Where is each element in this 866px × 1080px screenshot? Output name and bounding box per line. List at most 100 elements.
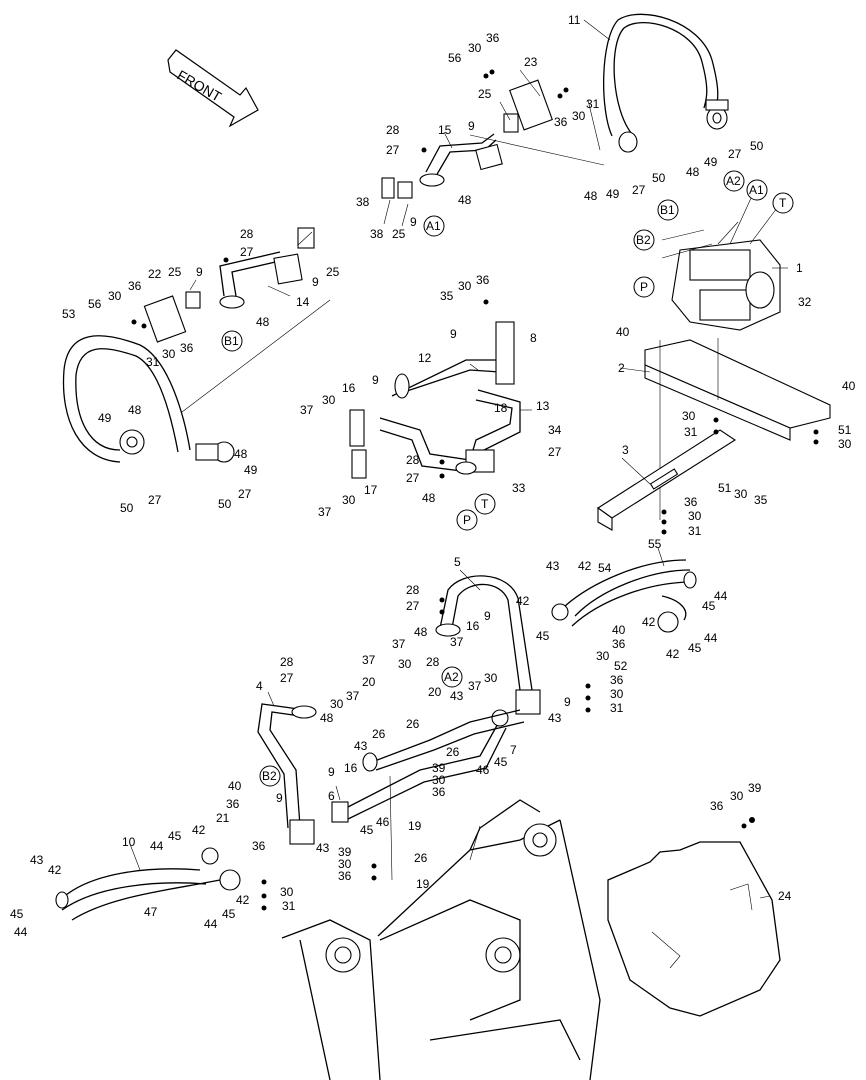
callout-7: 7 <box>510 743 517 757</box>
callout-36: 36 <box>476 273 490 287</box>
callout-42: 42 <box>236 893 250 907</box>
callout-31: 31 <box>610 701 624 715</box>
callout-45: 45 <box>702 599 716 613</box>
callout-49: 49 <box>704 155 718 169</box>
callout-52: 52 <box>614 659 628 673</box>
callout-35: 35 <box>440 289 454 303</box>
svg-text:B2: B2 <box>262 769 277 783</box>
callout-25: 25 <box>478 87 492 101</box>
callout-27: 27 <box>632 183 646 197</box>
callout-36: 36 <box>684 495 698 509</box>
callout-12: 12 <box>418 351 432 365</box>
callout-17: 17 <box>364 483 378 497</box>
leader-lines <box>129 19 788 899</box>
callout-48: 48 <box>422 491 436 505</box>
callout-38: 38 <box>370 227 384 241</box>
port-label-a1: A1 <box>746 179 768 201</box>
port-label-t: T <box>772 192 794 214</box>
callout-36: 36 <box>252 839 266 853</box>
hoses-10-47 <box>55 847 241 921</box>
port-label-p: P <box>633 276 655 298</box>
callout-38: 38 <box>356 195 370 209</box>
callout-51: 51 <box>718 481 732 495</box>
svg-text:P: P <box>640 280 648 294</box>
callout-30: 30 <box>596 649 610 663</box>
callout-47: 47 <box>144 905 158 919</box>
callout-40: 40 <box>612 623 626 637</box>
callout-42: 42 <box>666 647 680 661</box>
callout-20: 20 <box>362 675 376 689</box>
callout-36: 36 <box>180 341 194 355</box>
callout-48: 48 <box>686 165 700 179</box>
callout-45: 45 <box>494 755 508 769</box>
callout-25: 25 <box>392 227 406 241</box>
callout-10: 10 <box>122 835 136 849</box>
callout-27: 27 <box>148 493 162 507</box>
callout-43: 43 <box>450 689 464 703</box>
callout-30: 30 <box>572 109 586 123</box>
callout-30: 30 <box>688 509 702 523</box>
callout-44: 44 <box>204 917 218 931</box>
port-label-a2: A2 <box>441 666 463 688</box>
callout-27: 27 <box>240 245 254 259</box>
callout-37: 37 <box>362 653 376 667</box>
port-label-p: P <box>456 509 478 531</box>
callout-9: 9 <box>328 765 335 779</box>
hose-11 <box>603 13 729 153</box>
callout-27: 27 <box>406 599 420 613</box>
callout-23: 23 <box>524 55 538 69</box>
callout-43: 43 <box>548 711 562 725</box>
callout-30: 30 <box>330 697 344 711</box>
svg-text:A2: A2 <box>726 174 741 188</box>
callout-48: 48 <box>458 193 472 207</box>
callout-26: 26 <box>414 851 428 865</box>
callout-31: 31 <box>586 97 600 111</box>
pipe-15 <box>381 79 553 199</box>
callout-44: 44 <box>704 631 718 645</box>
callout-16: 16 <box>466 619 480 633</box>
port-label-b1: B1 <box>657 199 679 221</box>
callout-36: 36 <box>710 799 724 813</box>
callout-32: 32 <box>798 295 812 309</box>
callout-26: 26 <box>406 717 420 731</box>
callout-46: 46 <box>376 815 390 829</box>
callout-13: 13 <box>536 399 550 413</box>
callout-27: 27 <box>406 471 420 485</box>
callout-30: 30 <box>734 487 748 501</box>
callouts: 11 30 36 56 23 31 30 36 25 9 28 15 27 48… <box>10 13 856 939</box>
callout-48: 48 <box>256 315 270 329</box>
svg-text:A2: A2 <box>444 670 459 684</box>
callout-44: 44 <box>714 589 728 603</box>
callout-30: 30 <box>730 789 744 803</box>
callout-30: 30 <box>338 857 352 871</box>
callout-36: 36 <box>128 279 142 293</box>
callout-30: 30 <box>432 773 446 787</box>
svg-text:T: T <box>779 196 787 210</box>
callout-5: 5 <box>454 555 461 569</box>
callout-36: 36 <box>226 797 240 811</box>
callout-9: 9 <box>276 791 283 805</box>
callout-27: 27 <box>238 487 252 501</box>
callout-16: 16 <box>344 761 358 775</box>
callout-39: 39 <box>748 781 762 795</box>
callout-50: 50 <box>218 497 232 511</box>
callout-56: 56 <box>448 51 462 65</box>
callout-14: 14 <box>296 295 310 309</box>
callout-30: 30 <box>838 437 852 451</box>
callout-45: 45 <box>360 823 374 837</box>
mount-bracket-3 <box>597 429 737 531</box>
callout-25: 25 <box>168 265 182 279</box>
svg-text:B2: B2 <box>636 233 651 247</box>
callout-50: 50 <box>750 139 764 153</box>
callout-6: 6 <box>328 789 335 803</box>
callout-21: 21 <box>216 811 230 825</box>
callout-37: 37 <box>392 637 406 651</box>
svg-text:A1: A1 <box>749 183 764 197</box>
callout-48: 48 <box>584 189 598 203</box>
loader-frame <box>281 799 601 1080</box>
pipe-5 <box>435 575 541 715</box>
callout-31: 31 <box>688 524 702 538</box>
callout-16: 16 <box>342 381 356 395</box>
hoses-54-55 <box>551 559 697 633</box>
callout-30: 30 <box>458 279 472 293</box>
